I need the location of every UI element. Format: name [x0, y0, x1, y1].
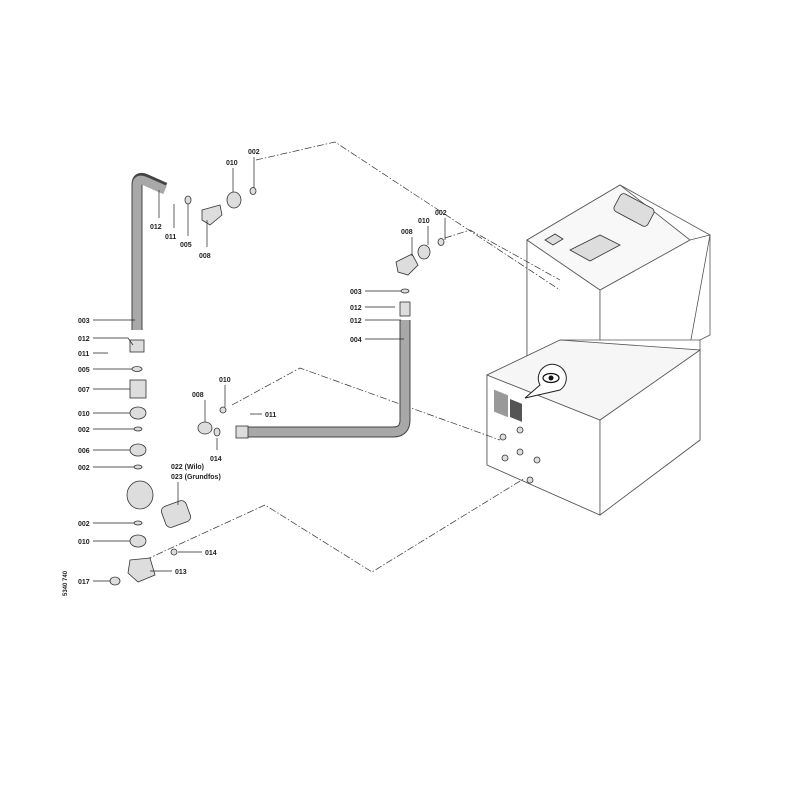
label-012: 012 — [350, 305, 362, 312]
top-left-fittings — [184, 187, 257, 226]
label-002: 002 — [78, 427, 90, 434]
label-023-grundfos: 023 (Grundfos) — [171, 474, 221, 481]
label-004: 004 — [350, 337, 362, 344]
label-005: 005 — [180, 242, 192, 249]
right-fittings — [395, 238, 445, 317]
drawing-code: 5340 740 — [63, 570, 69, 596]
label-011: 011 — [78, 351, 89, 358]
label-008: 008 — [192, 392, 204, 399]
label-005: 005 — [78, 367, 90, 374]
label-012: 012 — [150, 224, 162, 231]
label-010: 010 — [219, 377, 231, 384]
label-014: 014 — [210, 456, 222, 463]
middle-fittings — [197, 406, 249, 439]
label-022-wilo: 022 (Wilo) — [171, 464, 204, 471]
label-013: 013 — [175, 569, 187, 576]
label-002: 002 — [78, 521, 90, 528]
label-014: 014 — [205, 550, 217, 557]
eye-icon — [542, 372, 560, 384]
label-012: 012 — [78, 336, 90, 343]
label-011: 011 — [165, 234, 176, 241]
label-007: 007 — [78, 387, 90, 394]
label-006: 006 — [78, 448, 90, 455]
label-010: 010 — [78, 539, 90, 546]
leader-lines — [93, 157, 446, 582]
label-008: 008 — [199, 253, 211, 260]
label-002: 002 — [248, 149, 260, 156]
label-003: 003 — [350, 289, 362, 296]
label-002: 002 — [435, 210, 447, 217]
pump-assembly — [109, 339, 191, 586]
label-010: 010 — [78, 411, 90, 418]
label-010: 010 — [226, 160, 238, 167]
label-010: 010 — [418, 218, 430, 225]
label-002: 002 — [78, 465, 90, 472]
boiler-unit — [486, 184, 711, 516]
label-011: 011 — [265, 412, 276, 419]
label-008: 008 — [401, 229, 413, 236]
pipe-004 — [248, 320, 411, 438]
label-017: 017 — [78, 579, 90, 586]
pipe-003 — [131, 172, 168, 330]
label-012: 012 — [350, 318, 362, 325]
label-003: 003 — [78, 318, 90, 325]
connection-lines — [144, 141, 561, 573]
part-labels: 003 012 011 005 007 010 002 006 002 002 … — [63, 149, 447, 596]
